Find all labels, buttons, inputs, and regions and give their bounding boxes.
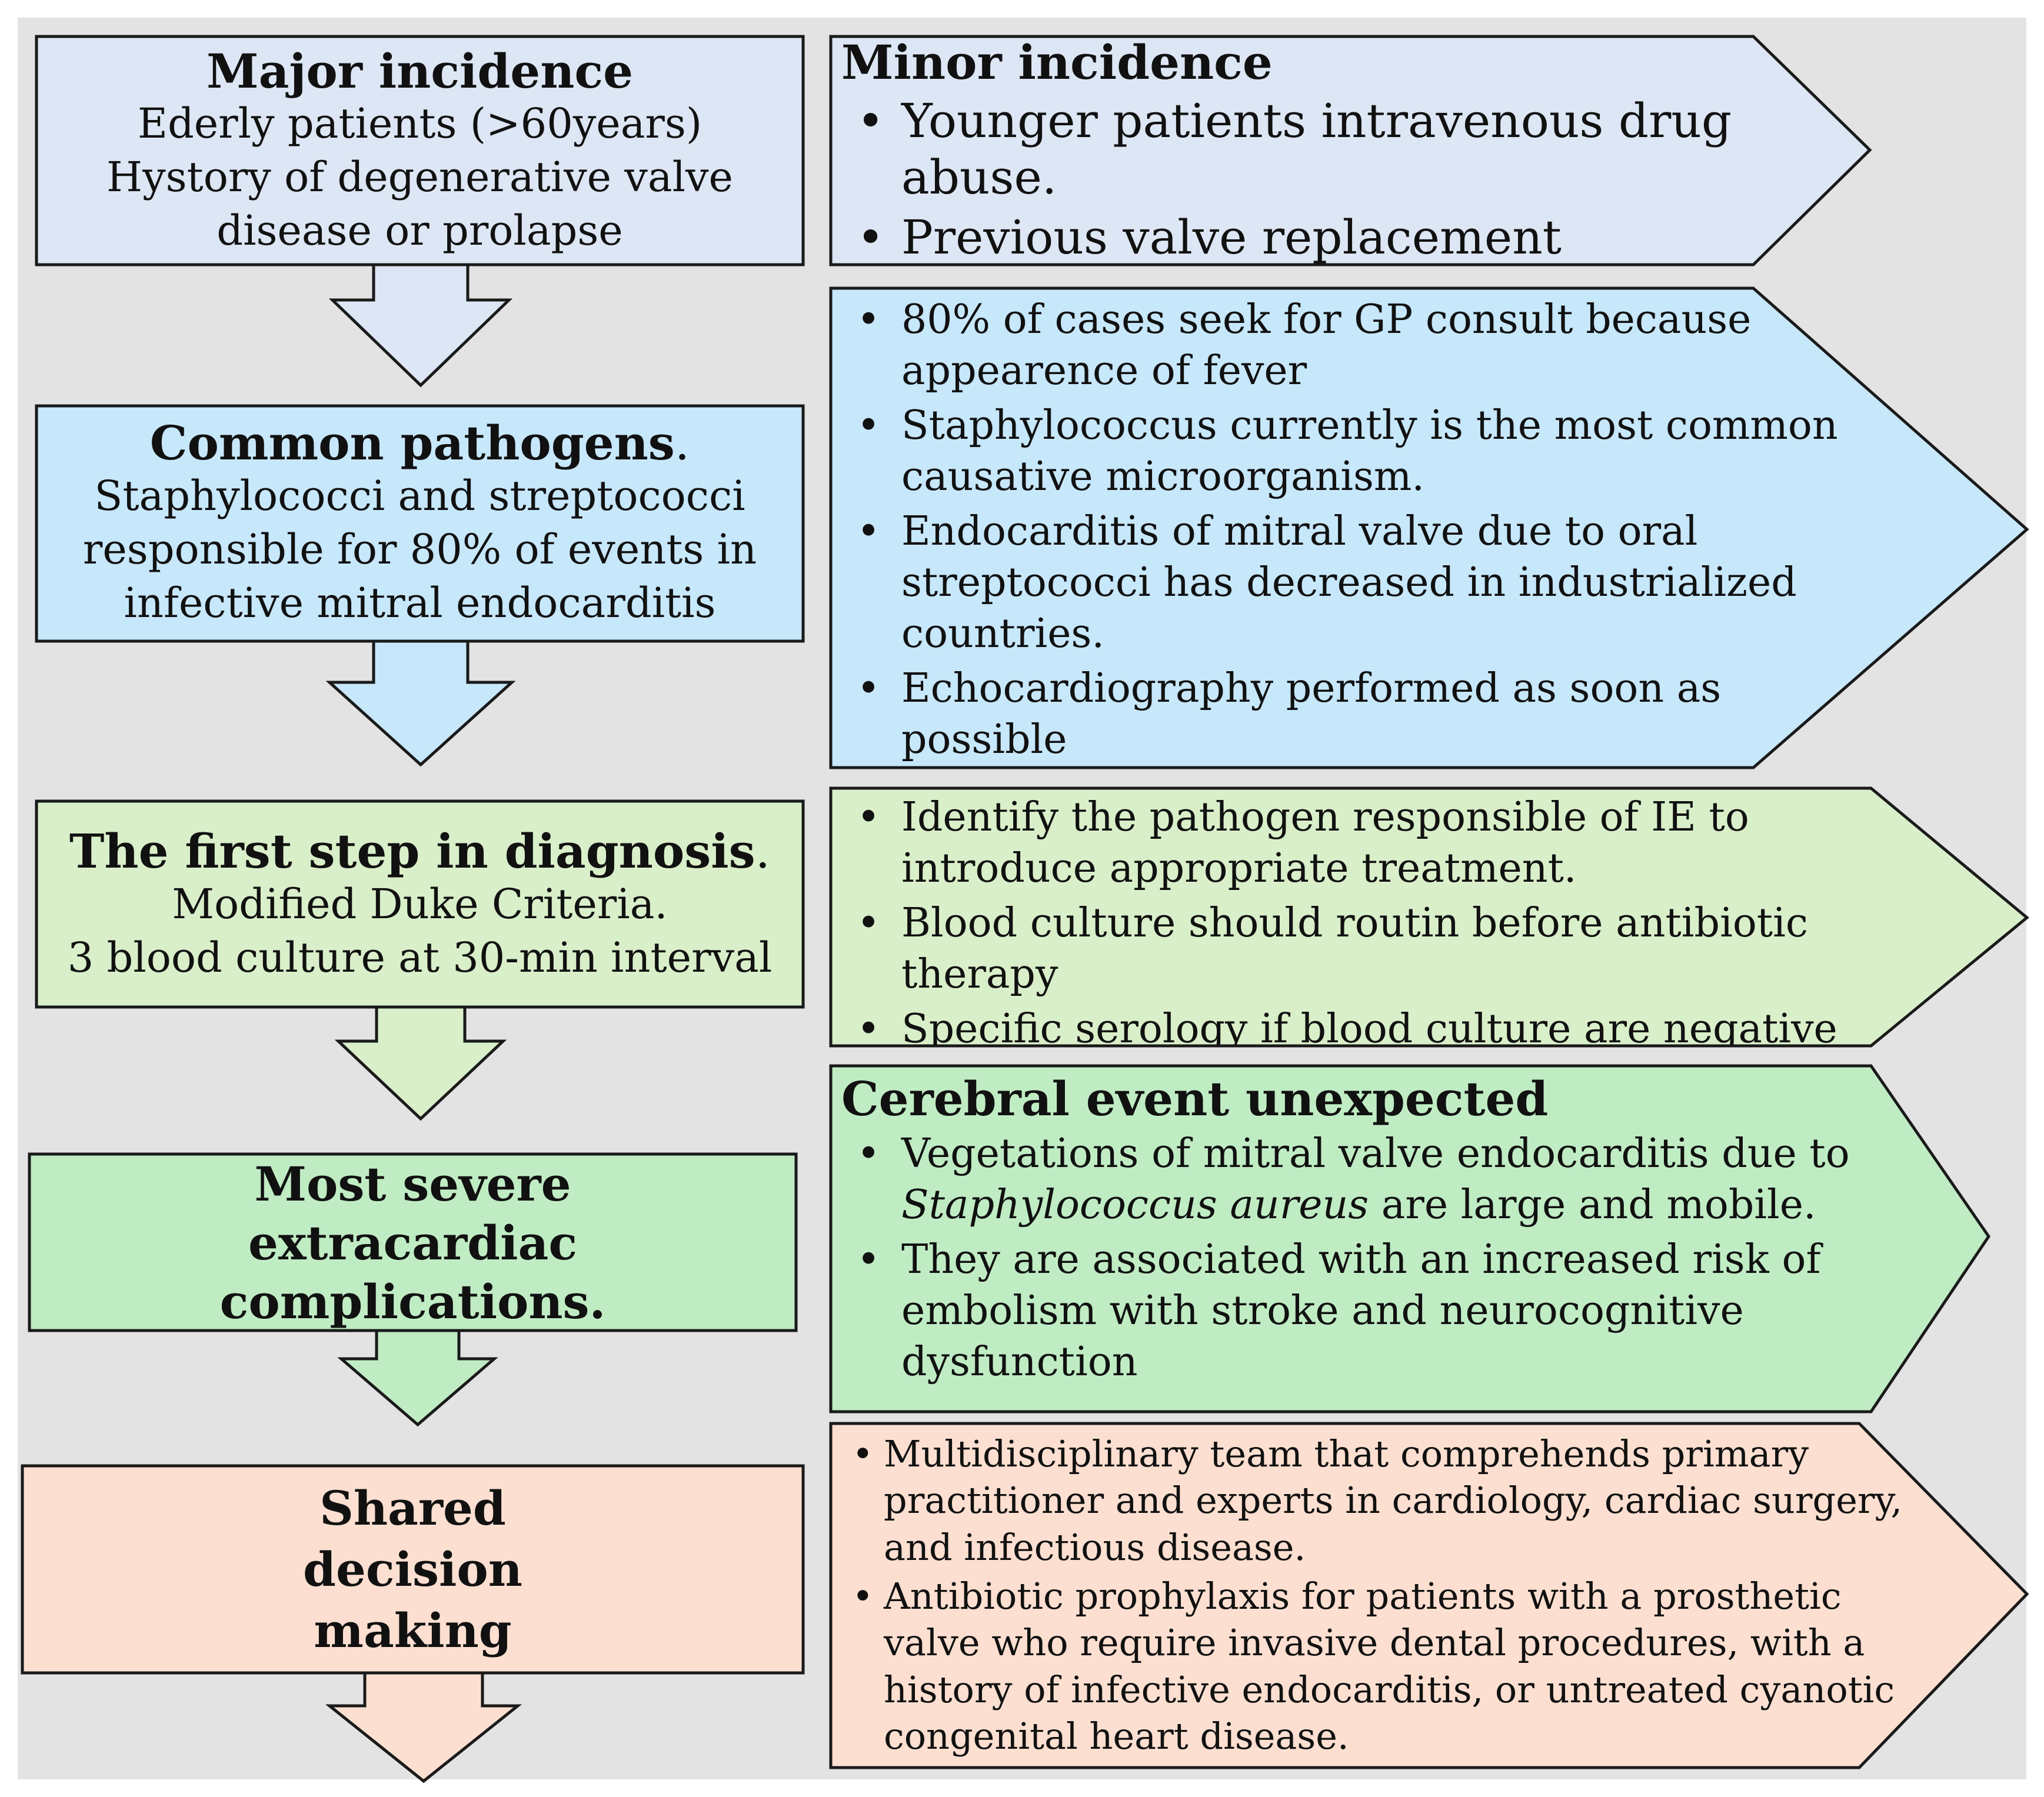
step-1-body: Ederly patients (>60years) Hystory of de… <box>106 99 733 255</box>
detail-1-title: Minor incidence <box>841 36 1273 90</box>
detail-4-title: Cerebral event unexpected <box>841 1072 1549 1126</box>
step-1-down-arrow <box>328 263 513 388</box>
detail-2: 80% of cases seek for GP consult because… <box>841 294 1948 765</box>
detail-2-item: Echocardiography performed as soon as po… <box>841 663 1948 765</box>
detail-4-item-text-b: are large and mobile. <box>1369 1182 1816 1229</box>
step-3-body-line-2: 3 blood culture at 30-min interval <box>67 933 773 982</box>
step-2-title-line: Common pathogens. <box>150 417 690 469</box>
step-1-title: Major incidence <box>207 43 633 99</box>
detail-1-list: Younger patients intravenous drug abuse.… <box>841 93 1842 266</box>
step-4: Most severe extracardiac complications. <box>35 1158 790 1328</box>
detail-4-item-organism: Staphylococcus aureus <box>901 1182 1369 1229</box>
detail-3: Identify the pathogen responsible of IE … <box>841 792 1959 1045</box>
step-4-down-arrow <box>337 1329 498 1427</box>
detail-1-item: Previous valve replacement <box>841 209 1842 266</box>
detail-4-list: Vegetations of mitral valve endocarditis… <box>841 1128 1936 1388</box>
step-3-body-line-1: Modified Duke Criteria. <box>172 879 668 928</box>
step-2-title: Common pathogens <box>149 415 675 471</box>
step-5-down-arrow <box>325 1671 522 1783</box>
detail-5-item: Multidisciplinary team that comprehends … <box>841 1431 1977 1571</box>
detail-2-item: Staphylococcus currently is the most com… <box>841 400 1948 502</box>
detail-4-item-text-a: Vegetations of mitral valve endocarditis… <box>901 1131 1850 1177</box>
step-3-box <box>35 799 805 1009</box>
detail-3-item: Specific serology if blood culture are n… <box>841 1003 1959 1045</box>
detail-3-item: Identify the pathogen responsible of IE … <box>841 792 1959 894</box>
step-3-title-suffix: . <box>755 824 771 879</box>
detail-4: Cerebral event unexpected Vegetations of… <box>841 1072 1936 1412</box>
step-4-title: Most severe extracardiac complications. <box>219 1158 606 1328</box>
detail-5: Multidisciplinary team that comprehends … <box>841 1431 1977 1766</box>
step-5: Shared decision making <box>28 1469 797 1669</box>
step-1-box <box>35 35 805 266</box>
step-3: The first step in diagnosis. Modified Du… <box>42 805 797 1005</box>
detail-2-list: 80% of cases seek for GP consult because… <box>841 294 1948 765</box>
detail-5-item: Antibiotic prophylaxis for patients with… <box>841 1573 1977 1759</box>
step-2-box <box>35 404 805 643</box>
step-5-title: Shared decision making <box>303 1481 522 1658</box>
step-3-title-line: The first step in diagnosis. <box>69 825 770 878</box>
detail-2-item: Endocarditis of mitral valve due to oral… <box>841 506 1948 659</box>
detail-4-item: They are associated with an increased ri… <box>841 1234 1936 1388</box>
step-1: Major incidence Ederly patients (>60year… <box>42 40 797 262</box>
step-2-title-suffix: . <box>674 416 690 471</box>
step-2-down-arrow <box>325 639 516 767</box>
detail-1: Minor incidence Younger patients intrave… <box>841 36 1842 266</box>
step-3-title: The first step in diagnosis <box>69 823 755 879</box>
detail-1-item: Younger patients intravenous drug abuse. <box>841 93 1842 206</box>
detail-5-list: Multidisciplinary team that comprehends … <box>841 1431 1977 1760</box>
step-4-box <box>28 1152 798 1332</box>
detail-2-item: 80% of cases seek for GP consult because… <box>841 294 1948 396</box>
step-2: Common pathogens. Staphylococci and stre… <box>42 409 797 638</box>
detail-3-item: Blood culture should routin before antib… <box>841 898 1959 1000</box>
detail-3-list: Identify the pathogen responsible of IE … <box>841 792 1959 1045</box>
step-3-down-arrow <box>334 1005 507 1121</box>
detail-4-item: Vegetations of mitral valve endocarditis… <box>841 1128 1936 1231</box>
step-2-body: Staphylococci and streptococci responsib… <box>82 472 757 627</box>
